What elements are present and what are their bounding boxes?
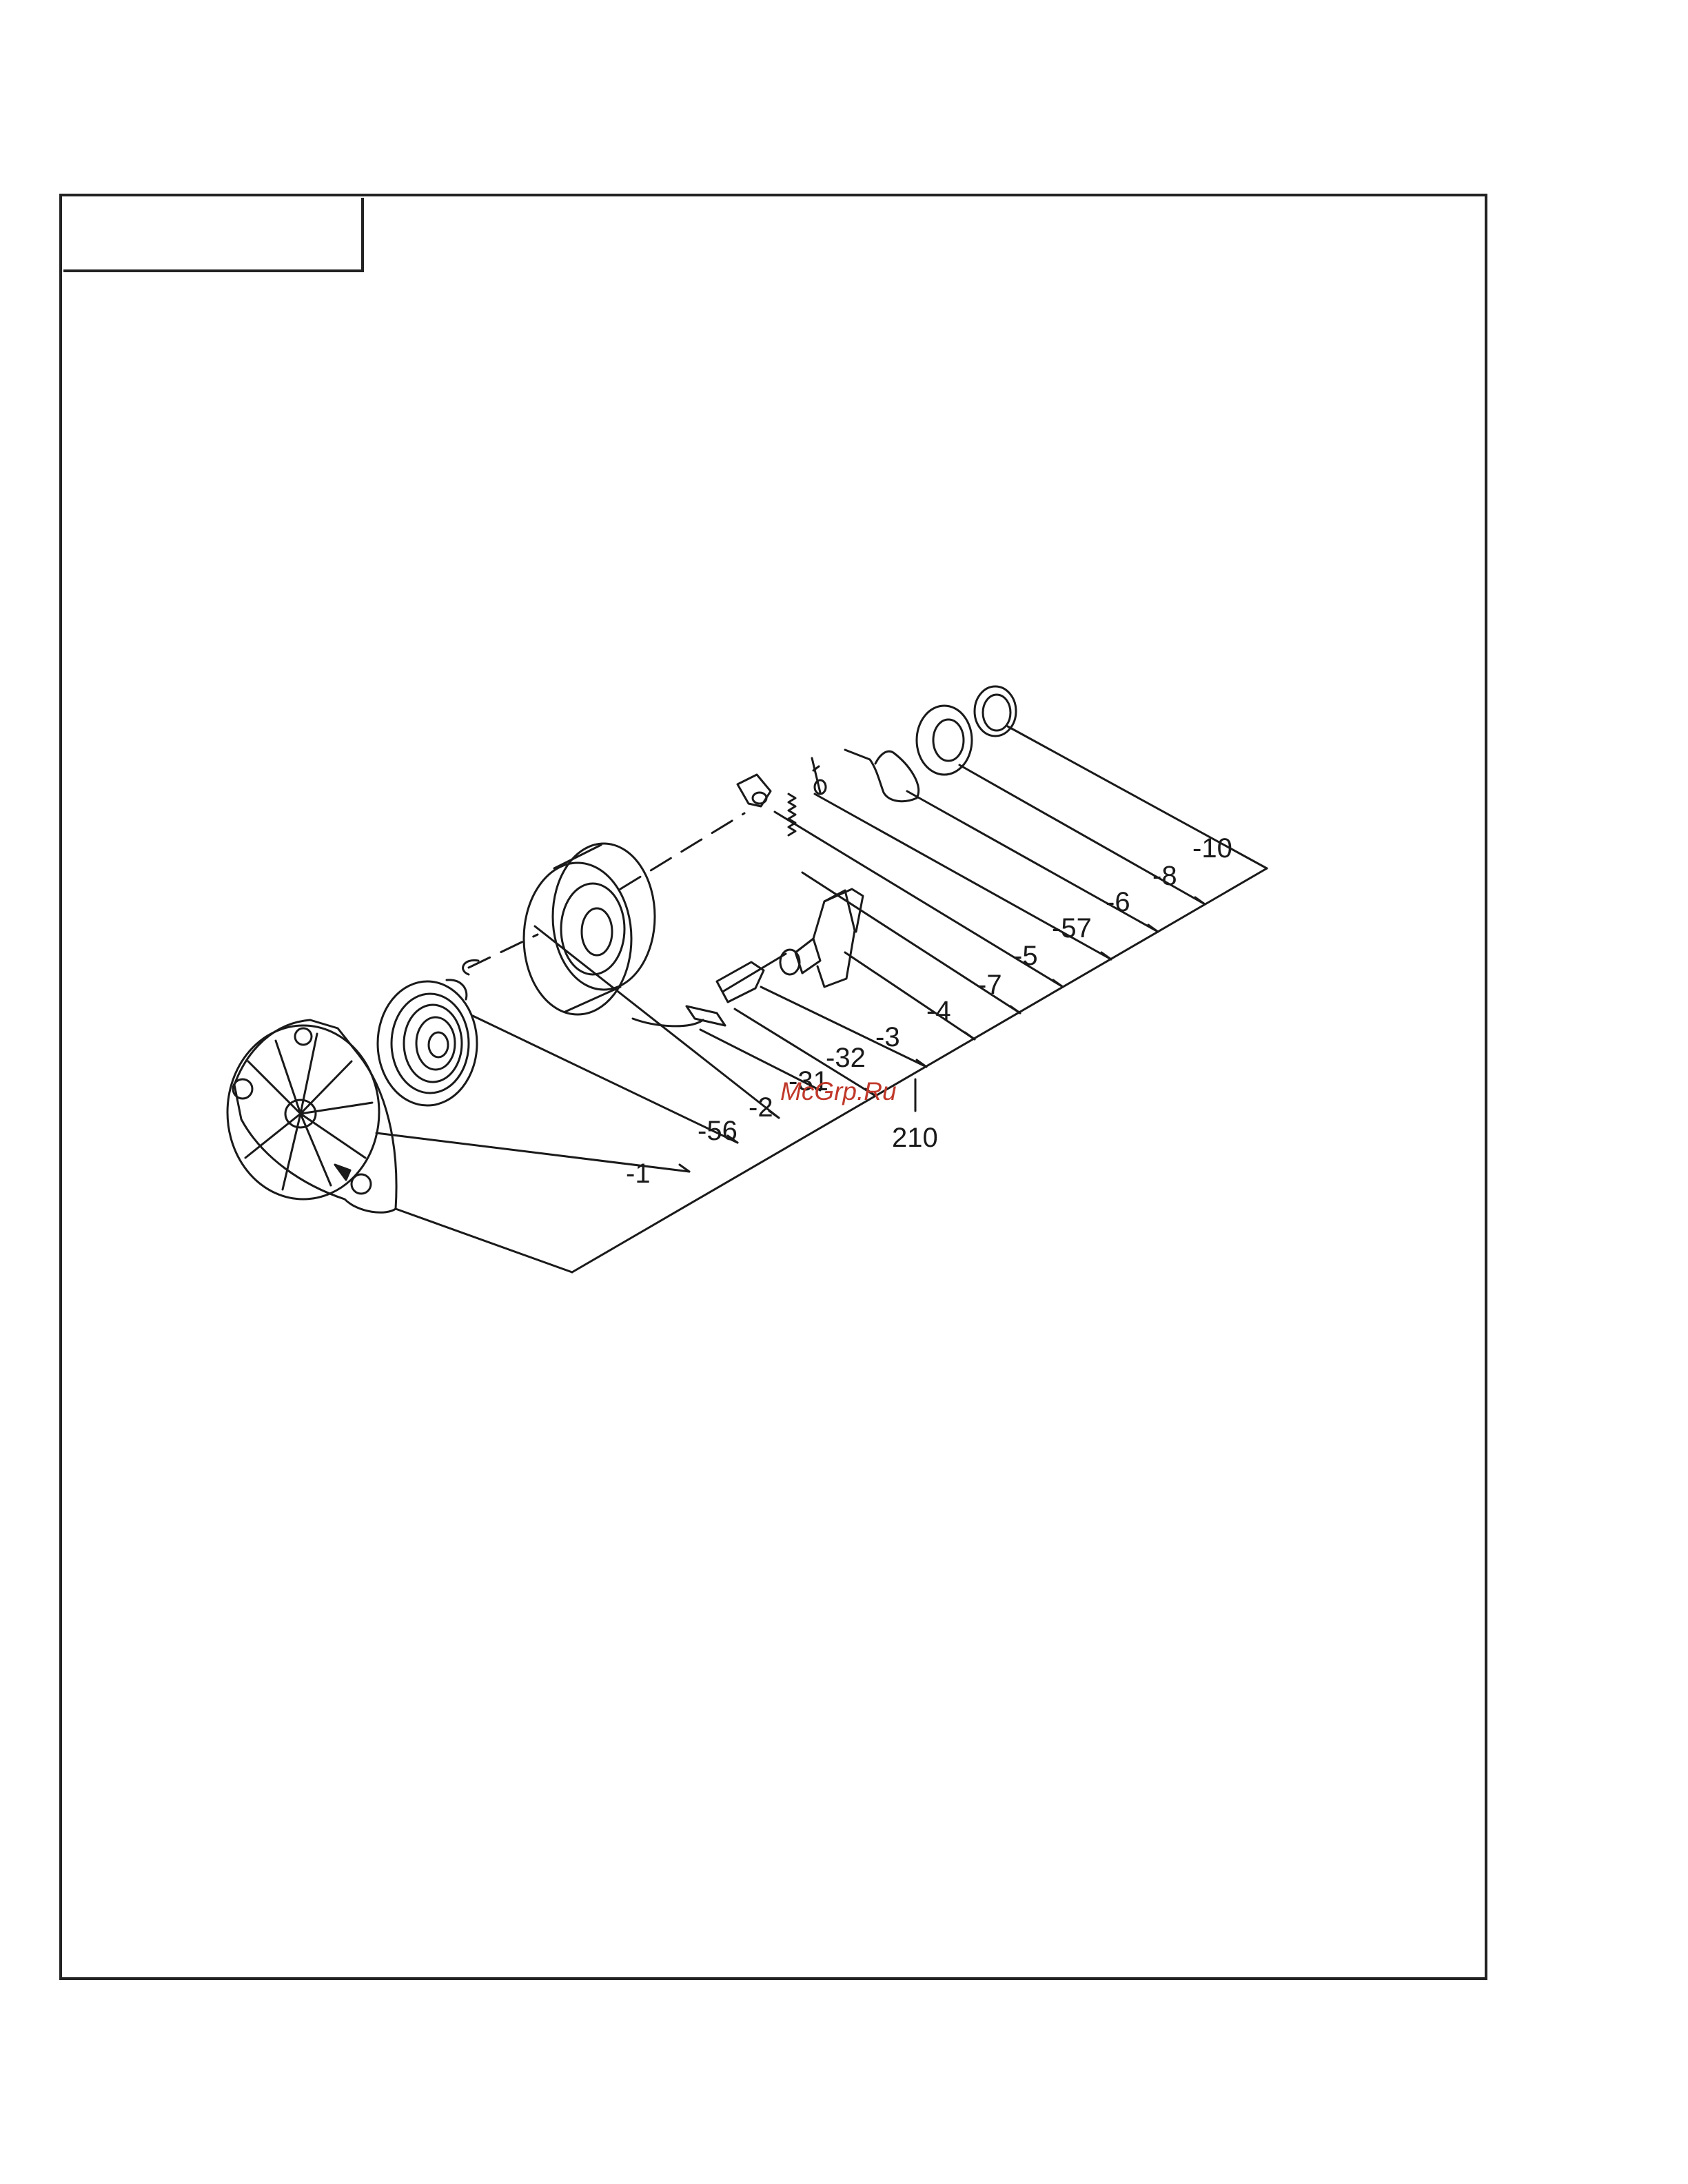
callout-8: -8 bbox=[1152, 861, 1177, 891]
recoil-spring-part-56 bbox=[378, 980, 477, 1105]
callout-10: -10 bbox=[1192, 833, 1232, 864]
callout-4: -4 bbox=[926, 996, 951, 1026]
callout-6: -6 bbox=[1106, 887, 1130, 917]
leader-line-2 bbox=[535, 926, 779, 1118]
callout-56: -56 bbox=[698, 1116, 738, 1146]
baseline-ticks bbox=[680, 897, 1205, 1172]
leader-baseline bbox=[572, 868, 1267, 1272]
callout-32: -32 bbox=[826, 1043, 866, 1073]
callout-2: -2 bbox=[749, 1092, 773, 1123]
callout-57: -57 bbox=[1052, 913, 1092, 943]
assembly-axis-dashed bbox=[469, 813, 744, 968]
callout-1: -1 bbox=[626, 1159, 651, 1189]
callout-3: -3 bbox=[875, 1022, 900, 1052]
pawl-spring-part-7 bbox=[789, 794, 795, 835]
pawl-part-5 bbox=[738, 775, 771, 806]
rope-guide-parts-31-32 bbox=[687, 954, 786, 1025]
rope-reel bbox=[524, 844, 703, 1026]
pin-part-57 bbox=[812, 758, 826, 794]
leader-line-4 bbox=[845, 952, 975, 1039]
assembly-number-label: 210 bbox=[892, 1123, 938, 1153]
callout-5: -5 bbox=[1013, 941, 1038, 971]
friction-plate-part-8 bbox=[917, 706, 972, 775]
retaining-ring-part-10 bbox=[975, 686, 1016, 736]
callout-7: -7 bbox=[977, 970, 1002, 1000]
friction-spring-part-6 bbox=[845, 750, 919, 802]
starter-case-part-1 bbox=[227, 1020, 396, 1212]
watermark-text: McGrp.Ru bbox=[780, 1077, 897, 1105]
leader-line-body bbox=[396, 1209, 572, 1272]
